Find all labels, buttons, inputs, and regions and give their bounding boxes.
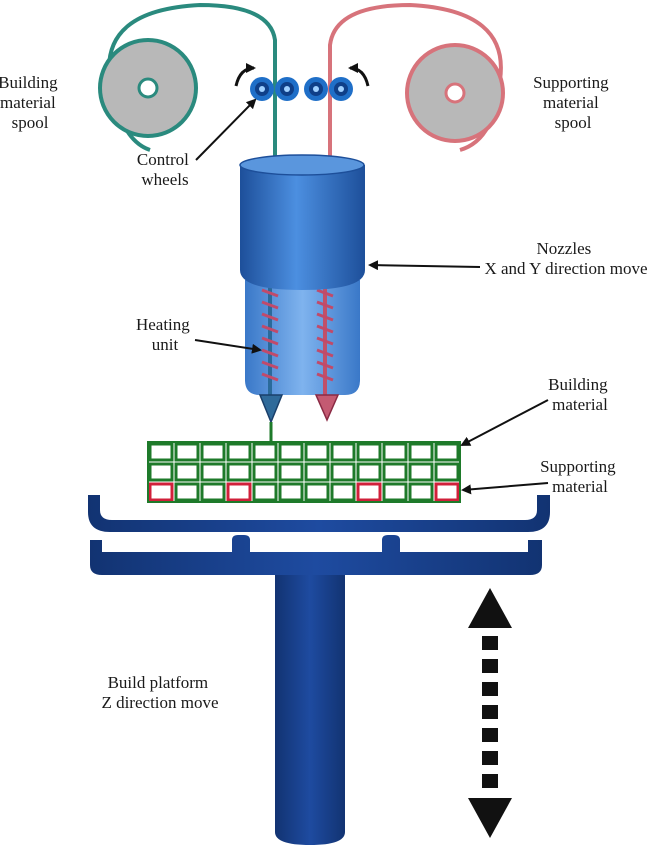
building-material-cell: [330, 462, 356, 482]
building-material-cell: [174, 482, 200, 502]
supporting-material-cell: [434, 482, 460, 502]
heating-coils: [261, 285, 334, 395]
platform-column: [275, 575, 345, 845]
control-wheel: [250, 77, 274, 101]
building-material-cell: [226, 462, 252, 482]
control-wheel: [329, 77, 353, 101]
building-material-cell: [382, 482, 408, 502]
building-material-cell: [356, 462, 382, 482]
control-wheels-label: Control wheels: [137, 150, 193, 189]
curved-arrow-icon: [234, 63, 256, 87]
building-material-cell: [434, 462, 460, 482]
arrow-dash: [482, 705, 498, 719]
pointer-arrow: [195, 98, 257, 161]
supporting-material-cell: [148, 482, 174, 502]
heating-unit-label: Heating unit: [136, 315, 194, 354]
building-material-cell: [200, 442, 226, 462]
printed-part-outline: [147, 441, 461, 503]
nozzles-label: Nozzles X and Y direction move: [484, 239, 647, 278]
building-material-cell: [356, 442, 382, 462]
pointer-arrow: [368, 260, 481, 271]
platform-tray: [88, 495, 550, 532]
building-material-cell: [200, 462, 226, 482]
building-material-cell: [408, 482, 434, 502]
building-material-cell: [382, 442, 408, 462]
building-material-cell: [252, 442, 278, 462]
building-material-cell: [304, 482, 330, 502]
building-material-cell: [408, 462, 434, 482]
building-material-cell: [252, 462, 278, 482]
building-material-cell: [304, 462, 330, 482]
build-platform-label: Build platform Z direction move: [101, 673, 218, 712]
platform-base: [90, 535, 542, 575]
supporting-material-cell: [226, 482, 252, 502]
arrow-dash: [482, 682, 498, 696]
building-material-cell: [174, 462, 200, 482]
supporting-material-spool: [405, 43, 505, 143]
building-material-cell: [434, 442, 460, 462]
building-material-cell: [278, 482, 304, 502]
arrow-dashes: [482, 636, 498, 788]
building-material-cell: [330, 442, 356, 462]
nozzle-head: [239, 154, 365, 290]
building-material-cell: [200, 482, 226, 502]
supporting-material-label: Supporting material: [540, 457, 620, 496]
pointer-arrow: [460, 399, 549, 446]
building-material-spool-label: Building material spool: [0, 73, 62, 132]
building-material-cell: [226, 442, 252, 462]
pointer-arrow: [194, 339, 262, 354]
control-wheel: [275, 77, 299, 101]
pointer-arrow: [461, 482, 549, 495]
arrow-dash: [482, 774, 498, 788]
building-material-cell: [148, 442, 174, 462]
building-material-cell: [278, 462, 304, 482]
supporting-material-spool-label: Supporting material spool: [533, 73, 613, 132]
building-material-cell: [330, 482, 356, 502]
building-material-cell: [382, 462, 408, 482]
building-material-cell: [174, 442, 200, 462]
building-material-cell: [148, 462, 174, 482]
control-wheel: [304, 77, 328, 101]
arrow-dash: [482, 728, 498, 742]
building-nozzle-tip: [258, 394, 284, 424]
building-material-cell: [278, 442, 304, 462]
printed-part: [147, 441, 461, 503]
building-material-cell: [252, 482, 278, 502]
supporting-nozzle-tip: [314, 394, 340, 422]
building-material-label: Building material: [548, 375, 612, 414]
building-material-cell: [408, 442, 434, 462]
arrow-dash: [482, 659, 498, 673]
building-material-cell: [304, 442, 330, 462]
control-wheels: [250, 77, 353, 101]
build-platform: [88, 495, 550, 845]
building-material-spool: [98, 38, 198, 138]
double-headed-arrow-icon: [468, 588, 512, 838]
arrow-dash: [482, 751, 498, 765]
supporting-material-cell: [356, 482, 382, 502]
arrow-dash: [482, 636, 498, 650]
curved-arrow-icon: [348, 63, 370, 87]
